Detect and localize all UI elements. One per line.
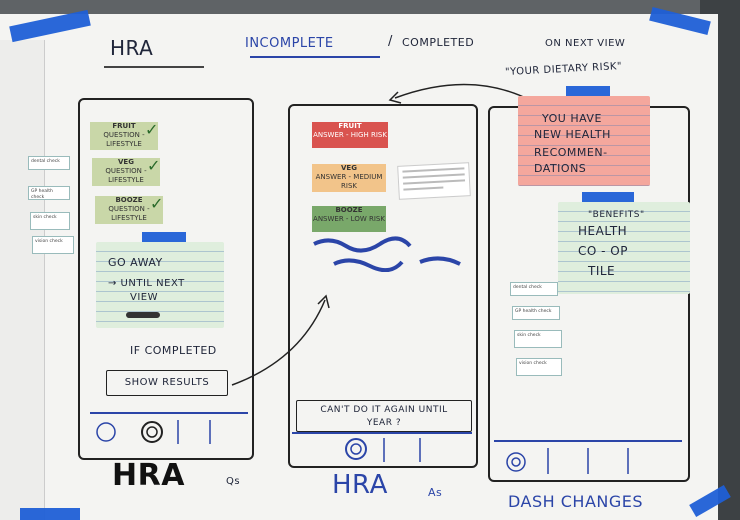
tabbar-line <box>292 432 472 434</box>
tape-bottom-left <box>20 508 80 520</box>
header-completed: COMPLETED <box>402 36 475 49</box>
card-line: QUESTION - <box>103 131 145 139</box>
veg-answer-card: VEG ANSWER - MEDIUM RISK <box>312 164 386 192</box>
sticky-text: VIEW <box>130 292 158 303</box>
check-icon: ✓ <box>147 156 161 175</box>
sticky-text: CO - OP <box>578 244 628 258</box>
left-skin-card: skin check <box>30 212 70 230</box>
scribble-line <box>333 258 404 272</box>
tabbar-sketch-2 <box>345 438 421 462</box>
tabbar-line <box>90 412 248 414</box>
fruit-answer-card: FRUIT ANSWER - HIGH RISK <box>312 122 388 148</box>
arrow-curve-top <box>394 83 531 101</box>
if-completed-text: IF COMPLETED <box>130 344 217 357</box>
sticky-text: NEW HEALTH <box>534 128 611 141</box>
frame3-caption: DASH CHANGES <box>508 492 644 511</box>
header-incomplete: INCOMPLETE <box>245 36 334 51</box>
tab-circle-icon <box>511 457 521 467</box>
left-paper-strip <box>0 40 45 520</box>
header-next-view: ON NEXT VIEW <box>545 38 626 49</box>
card-title: FRUIT <box>338 122 362 130</box>
cant-do-text: CAN'T DO IT AGAIN UNTIL <box>320 405 448 415</box>
card-title: BOOZE <box>335 206 363 214</box>
veg-question-card: VEG QUESTION - LIFESTYLE <box>92 158 160 186</box>
title-underline <box>104 66 204 68</box>
tab-circle-icon <box>506 452 526 472</box>
info-note-card <box>397 162 471 200</box>
card-line: ANSWER - MEDIUM <box>315 173 383 181</box>
card-line: ANSWER - LOW RISK <box>313 215 385 223</box>
check-icon: ✓ <box>145 120 159 139</box>
tab-circle-icon <box>141 421 163 443</box>
scribble-line <box>419 256 461 266</box>
board-title: HRA <box>110 36 154 60</box>
card-title: VEG <box>341 164 357 172</box>
tape-sticky-1 <box>142 232 186 244</box>
vision-check-card: vision check <box>516 358 562 376</box>
sticky-text: DATIONS <box>534 162 587 175</box>
scribble-line <box>313 236 412 253</box>
phone-frame-1 <box>78 98 254 460</box>
left-dental-card: dental check <box>28 156 70 170</box>
tabbar-sketch-3 <box>506 448 629 474</box>
recommendations-sticky: YOU HAVE NEW HEALTH RECOMMEN- DATIONS <box>518 96 650 186</box>
year-text: YEAR ? <box>366 418 402 428</box>
fruit-question-card: FRUIT QUESTION - LIFESTYLE <box>90 122 158 150</box>
frame1-caption-suffix: Qs <box>226 476 241 487</box>
tabbar-line <box>494 440 682 442</box>
booze-question-card: BOOZE QUESTION - LIFESTYLE <box>95 196 163 224</box>
tab-circle-icon <box>345 438 367 460</box>
card-title: FRUIT <box>112 122 136 130</box>
frame2-caption-suffix: As <box>428 486 443 499</box>
card-line: RISK <box>341 182 357 190</box>
scribble-mark <box>126 312 160 318</box>
frame2-caption: HRA <box>332 470 388 500</box>
card-line: QUESTION - <box>108 205 150 213</box>
show-results-button[interactable]: SHOW RESULTS <box>106 370 228 396</box>
card-line: QUESTION - <box>105 167 147 175</box>
sticky-text: RECOMMEN- <box>534 146 608 159</box>
sticky-text: TILE <box>588 264 616 278</box>
skin-check-card: skin check <box>514 330 562 348</box>
sticky-text: HEALTH <box>578 224 628 238</box>
tab-circle-icon <box>96 422 116 442</box>
card-line: LIFESTYLE <box>106 140 142 148</box>
card-title: VEG <box>118 158 134 166</box>
check-icon: ✓ <box>150 194 164 213</box>
incomplete-underline <box>250 56 380 58</box>
booze-answer-card: BOOZE ANSWER - LOW RISK <box>312 206 386 232</box>
left-gp-card: GP health check <box>28 186 70 200</box>
card-title: BOOZE <box>115 196 143 204</box>
arrow-head-top <box>388 91 402 104</box>
card-line: LIFESTYLE <box>111 214 147 222</box>
tab-circle-icon <box>350 443 362 455</box>
phone-frame-2 <box>288 104 478 468</box>
dental-check-card: dental check <box>510 282 558 296</box>
tabbar-sketch-1 <box>96 420 211 444</box>
blue-scribbles <box>313 236 461 272</box>
go-away-sticky: GO AWAY → UNTIL NEXT VIEW <box>96 242 224 328</box>
coop-tile-sticky: "BENEFITS" HEALTH CO - OP TILE <box>558 202 690 294</box>
sticky-text: YOU HAVE <box>542 112 602 125</box>
tab-circle-icon <box>146 426 158 438</box>
left-vision-card: vision check <box>32 236 74 254</box>
header-slash: / <box>388 34 393 49</box>
sticky-text: "BENEFITS" <box>588 210 645 220</box>
sticky-text: GO AWAY <box>108 256 163 269</box>
arrow-head-mid <box>317 294 330 309</box>
cant-do-again-box: CAN'T DO IT AGAIN UNTIL YEAR ? <box>296 400 472 432</box>
gp-check-card: GP health check <box>512 306 560 320</box>
frame1-caption: HRA <box>112 458 185 493</box>
sticky-text: → UNTIL NEXT <box>108 278 185 289</box>
card-line: ANSWER - HIGH RISK <box>313 131 387 139</box>
card-line: LIFESTYLE <box>108 176 144 184</box>
